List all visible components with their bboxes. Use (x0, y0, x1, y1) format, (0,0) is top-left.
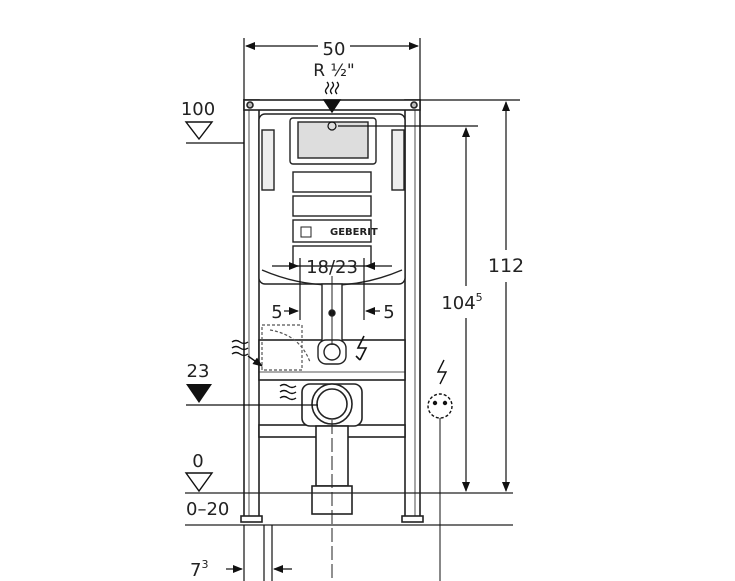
level-mid-value: 23 (187, 361, 210, 382)
flush-width-value: 18/23 (306, 257, 358, 278)
bottom-offset-superscript: 3 (201, 558, 208, 571)
level-marker-100: 100 (181, 99, 244, 144)
width-value: 50 (323, 39, 346, 60)
height-partial-superscript: 5 (476, 291, 483, 304)
height-partial-value: 1045 (441, 291, 482, 314)
floor-range-value: 0–20 (186, 499, 229, 520)
offset-left-value: 5 (271, 302, 282, 323)
bottom-offset-value: 73 (190, 558, 208, 581)
level-marker-0: 0 (184, 451, 214, 493)
water-inlet-icon (322, 81, 342, 114)
floor-lines (185, 492, 513, 526)
height-total-value: 112 (488, 255, 524, 277)
bottom-offset-dimension (226, 525, 292, 581)
brand-logo-mark (300, 226, 312, 238)
thread-size: R ½" (313, 61, 355, 81)
flush-width-dimension (272, 258, 392, 320)
width-dimension (243, 38, 421, 100)
cistern (258, 113, 406, 286)
level-zero-value: 0 (192, 451, 203, 472)
level-marker-23: 23 (186, 361, 318, 406)
water-supply-icon (231, 339, 263, 367)
water-connection (261, 324, 311, 371)
offset-right-value: 5 (383, 302, 394, 323)
water-inlet-point (327, 121, 337, 131)
height-total-dimension (420, 99, 520, 492)
electrical-socket-icon (427, 359, 453, 581)
level-top-value: 100 (181, 99, 215, 120)
water-drain-icon (279, 383, 297, 401)
electrical-icon (355, 335, 368, 361)
brand-label: GEBERIT (330, 227, 378, 238)
